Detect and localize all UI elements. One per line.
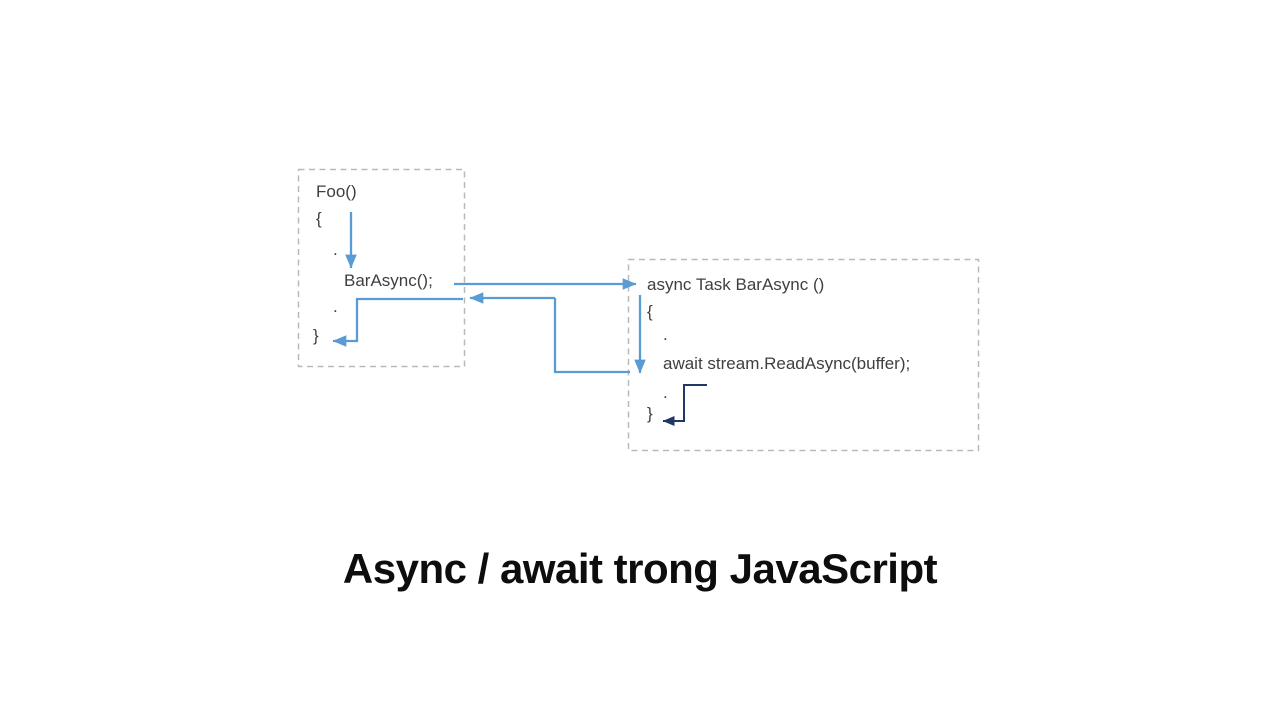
code-line: .: [663, 325, 668, 344]
callee-box-border: [627, 258, 980, 452]
code-line: }: [647, 404, 653, 423]
code-line: .: [333, 297, 338, 316]
code-line: }: [313, 326, 319, 345]
code-line: .: [663, 383, 668, 402]
code-line: .: [333, 240, 338, 259]
code-line: async Task BarAsync (): [647, 275, 825, 294]
code-line: {: [316, 209, 322, 228]
slide-title: Async / await trong JavaScript: [342, 545, 938, 592]
code-line: {: [647, 302, 653, 321]
code-line: BarAsync();: [344, 271, 433, 290]
caller-continue-arrow: [332, 297, 463, 347]
callee-continue-arrow: [662, 384, 707, 426]
code-line: Foo(): [316, 182, 357, 201]
code-line: await stream.ReadAsync(buffer);: [663, 354, 911, 373]
caller-box-border: [297, 168, 466, 368]
resume-connector-line: [553, 298, 630, 374]
